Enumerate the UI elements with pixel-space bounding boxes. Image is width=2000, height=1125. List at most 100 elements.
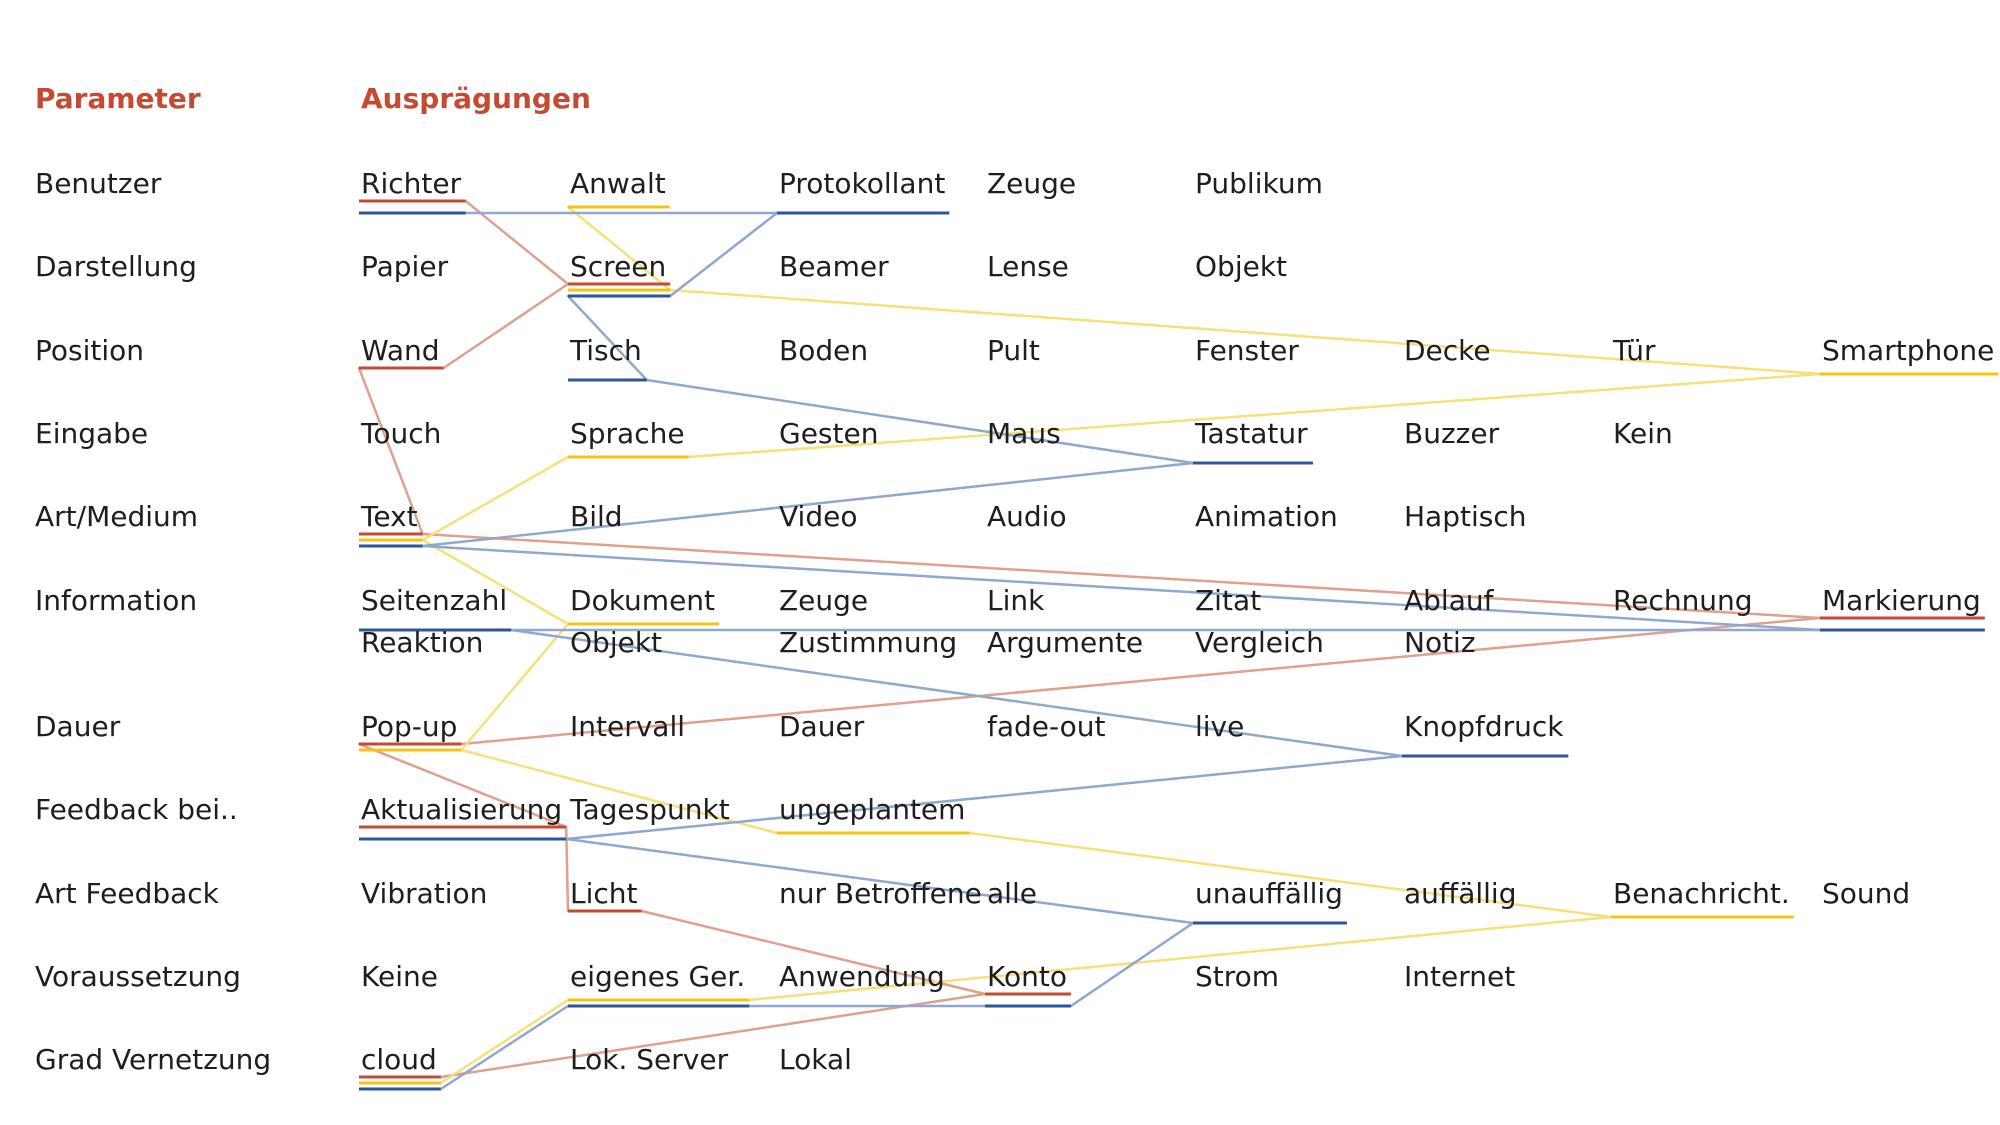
option-maus: Maus: [987, 417, 1061, 450]
param-label-grad-vernetzung: Grad Vernetzung: [35, 1043, 271, 1076]
option-dokument: Dokument: [570, 584, 715, 617]
option-sound: Sound: [1822, 877, 1910, 910]
yellow-connector-5: [460, 622, 570, 752]
yellow-connector-7: [968, 831, 1613, 919]
connection-lines: [357, 199, 1822, 1091]
option-audio: Audio: [987, 500, 1067, 533]
blue-connector-3: [645, 378, 1195, 465]
option-text: Text: [360, 500, 418, 533]
option-tagespunkt: Tagespunkt: [569, 793, 730, 826]
option-kein: Kein: [1613, 417, 1673, 450]
option-markierung: Markierung: [1822, 584, 1981, 617]
option-ungeplantem: ungeplantem: [779, 793, 965, 826]
red-connector-3: [421, 532, 1822, 620]
param-label-darstellung: Darstellung: [35, 250, 197, 283]
option-vibration: Vibration: [361, 877, 487, 910]
blue-connector-5: [421, 544, 1822, 632]
option-live: live: [1195, 710, 1244, 743]
blue-connector-4: [421, 461, 1195, 548]
option-knopfdruck: Knopfdruck: [1404, 710, 1564, 743]
blue-connector-7: [509, 628, 1404, 758]
option-beamer: Beamer: [779, 250, 889, 283]
option-lense: Lense: [987, 250, 1069, 283]
option-notiz: Notiz: [1404, 626, 1476, 659]
option-vergleich: Vergleich: [1195, 626, 1324, 659]
option-zustimmung: Zustimmung: [779, 626, 957, 659]
blue-connector-1: [669, 211, 779, 298]
option-smartphone: Smartphone: [1822, 334, 1994, 367]
blue-connector-8: [564, 754, 1404, 841]
option-bild: Bild: [570, 500, 623, 533]
selection-underlines: [359, 199, 1999, 1091]
red-connector-4: [460, 616, 1822, 746]
yellow-connector-1: [669, 288, 1822, 376]
red-connector-1: [442, 282, 570, 370]
option-dauer: Dauer: [779, 710, 865, 743]
option-richter: Richter: [361, 167, 462, 200]
param-label-information: Information: [35, 584, 197, 617]
option-ablauf: Ablauf: [1404, 584, 1495, 617]
option-link: Link: [987, 584, 1045, 617]
option-reaktion: Reaktion: [361, 626, 483, 659]
option-fenster: Fenster: [1195, 334, 1299, 367]
option-zeuge: Zeuge: [779, 584, 868, 617]
blue-connector-2: [566, 294, 648, 382]
option-touch: Touch: [360, 417, 441, 450]
param-label-feedback-bei: Feedback bei..: [35, 793, 238, 826]
red-connector-6: [564, 825, 570, 913]
option-screen: Screen: [570, 250, 666, 283]
option-seitenzahl: Seitenzahl: [361, 584, 507, 617]
red-connector-7: [640, 909, 987, 996]
option-lokal: Lokal: [779, 1043, 852, 1076]
option-buzzer: Buzzer: [1404, 417, 1500, 450]
option-gesten: Gesten: [779, 417, 878, 450]
parameter-header: Parameter: [35, 82, 201, 115]
option-zitat: Zitat: [1195, 584, 1261, 617]
option-pult: Pult: [987, 334, 1040, 367]
option-anwalt: Anwalt: [570, 167, 666, 200]
red-connector-5: [357, 742, 568, 829]
option-anwendung: Anwendung: [779, 960, 945, 993]
param-label-eingabe: Eingabe: [35, 417, 148, 450]
param-label-position: Position: [35, 334, 144, 367]
option-zeuge: Zeuge: [987, 167, 1076, 200]
option-animation: Animation: [1195, 500, 1338, 533]
red-connector-0: [464, 199, 570, 286]
option-nur-betroffene: nur Betroffene: [779, 877, 982, 910]
option-benachricht: Benachricht.: [1613, 877, 1790, 910]
option-video: Video: [779, 500, 857, 533]
yellow-connector-6: [460, 748, 779, 835]
option-lok-server: Lok. Server: [570, 1043, 729, 1076]
yellow-connector-4: [421, 538, 570, 626]
option-cloud: cloud: [361, 1043, 437, 1076]
option-objekt: Objekt: [570, 626, 662, 659]
yellow-connector-9: [439, 998, 570, 1085]
param-label-benutzer: Benutzer: [35, 167, 162, 200]
yellow-connector-3: [421, 455, 570, 542]
values-header: Ausprägungen: [361, 82, 591, 115]
option-argumente: Argumente: [987, 626, 1143, 659]
option-objekt: Objekt: [1195, 250, 1287, 283]
option-alle: alle: [987, 877, 1037, 910]
option-unauffaellig: unauffällig: [1195, 877, 1343, 910]
yellow-connector-0: [566, 205, 672, 292]
red-connector-8: [439, 992, 987, 1079]
option-papier: Papier: [361, 250, 449, 283]
red-connector-2: [357, 366, 424, 536]
yellow-connector-8: [747, 915, 1613, 1002]
blue-connector-12: [439, 1004, 570, 1091]
option-publikum: Publikum: [1195, 167, 1323, 200]
option-tisch: Tisch: [569, 334, 642, 367]
blue-connector-9: [564, 837, 1195, 925]
option-auffaellig: auffällig: [1404, 877, 1516, 910]
option-licht: Licht: [570, 877, 638, 910]
param-label-art-feedback: Art Feedback: [35, 877, 220, 910]
option-keine: Keine: [361, 960, 438, 993]
param-label-voraussetzung: Voraussetzung: [35, 960, 241, 993]
param-label-art-medium: Art/Medium: [35, 500, 198, 533]
param-label-dauer: Dauer: [35, 710, 121, 743]
option-haptisch: Haptisch: [1404, 500, 1526, 533]
option-internet: Internet: [1404, 960, 1515, 993]
